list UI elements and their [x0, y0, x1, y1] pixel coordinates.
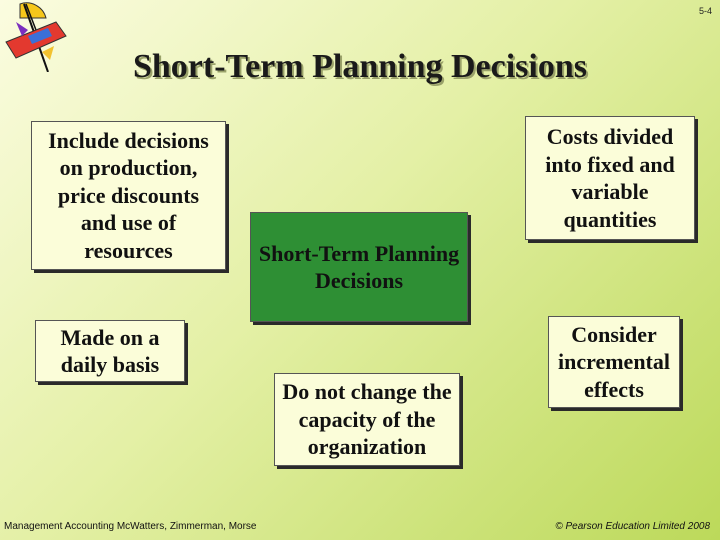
- box-incremental-effects: Consider incremental effects: [548, 316, 680, 408]
- box-center-topic: Short-Term Planning Decisions: [250, 212, 468, 322]
- footer-copyright: © Pearson Education Limited 2008: [555, 521, 710, 532]
- box-daily-basis: Made on a daily basis: [35, 320, 185, 382]
- box-include-decisions: Include decisions on production, price d…: [31, 121, 226, 270]
- compass-pencil-logo-icon: [5, 2, 67, 72]
- box-fixed-variable-costs: Costs divided into fixed and variable qu…: [525, 116, 695, 240]
- box-capacity: Do not change the capacity of the organi…: [274, 373, 460, 466]
- footer-credit: Management Accounting McWatters, Zimmerm…: [4, 521, 257, 532]
- slide-title: Short-Term Planning Decisions: [132, 48, 587, 85]
- slide-number: 5-4: [698, 6, 712, 16]
